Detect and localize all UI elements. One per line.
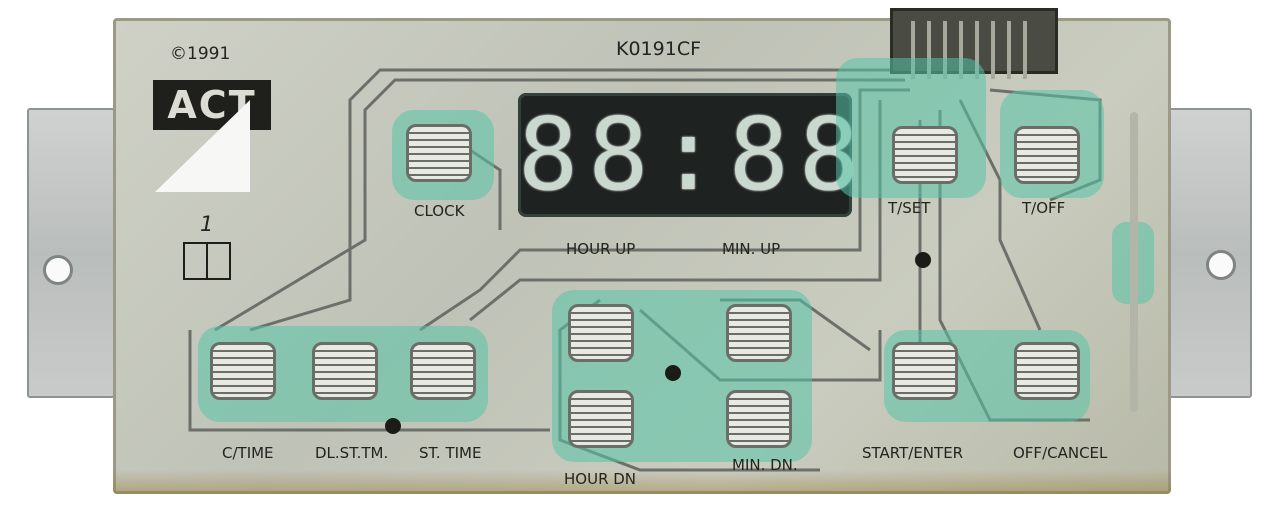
- display-digits: 88:88: [518, 96, 870, 213]
- seven-segment-icon: [183, 242, 231, 280]
- hour-dn-button[interactable]: [568, 390, 634, 448]
- t-set-button[interactable]: [892, 126, 958, 184]
- st-time-button[interactable]: [410, 342, 476, 400]
- t-set-label: T/SET: [888, 199, 931, 217]
- min-up-button[interactable]: [726, 304, 792, 362]
- min-up-label: MIN. UP: [722, 240, 781, 258]
- off-cancel-label: OFF/CANCEL: [1013, 444, 1108, 462]
- left-mounting-bracket: [27, 108, 115, 398]
- via-hole: [385, 418, 401, 434]
- hour-dn-label: HOUR DN: [564, 470, 637, 488]
- t-off-button[interactable]: [1014, 126, 1080, 184]
- start-enter-label: START/ENTER: [862, 444, 964, 462]
- c-time-label: C/TIME: [222, 444, 274, 462]
- st-time-label: ST. TIME: [419, 444, 482, 462]
- via-hole: [915, 252, 931, 268]
- slider-track: [1130, 112, 1138, 412]
- hour-up-button[interactable]: [568, 304, 634, 362]
- via-hole: [665, 365, 681, 381]
- copyright-text: ©1991: [170, 44, 231, 64]
- min-dn-label: MIN. DN.: [732, 456, 798, 474]
- board-edge-discoloration: [113, 470, 1171, 494]
- c-time-button[interactable]: [210, 342, 276, 400]
- dl-st-tm-button[interactable]: [312, 342, 378, 400]
- clock-button[interactable]: [406, 124, 472, 182]
- off-cancel-button[interactable]: [1014, 342, 1080, 400]
- part-number: K0191CF: [616, 38, 702, 60]
- clock-label: CLOCK: [414, 202, 465, 220]
- act-logo: ACT: [153, 80, 271, 130]
- t-off-label: T/OFF: [1022, 199, 1066, 217]
- mounting-hole: [43, 255, 73, 285]
- hour-up-label: HOUR UP: [566, 240, 636, 258]
- board-marking: 1: [200, 212, 214, 236]
- start-enter-button[interactable]: [892, 342, 958, 400]
- vfd-display: 88:88: [518, 93, 870, 217]
- min-dn-button[interactable]: [726, 390, 792, 448]
- mounting-hole: [1206, 250, 1236, 280]
- dl-st-tm-label: DL.ST.TM.: [315, 444, 389, 462]
